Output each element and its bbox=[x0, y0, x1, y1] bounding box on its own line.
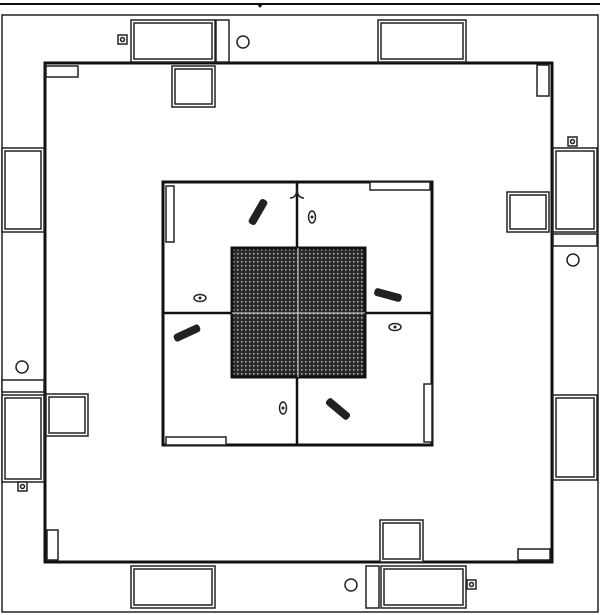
desk bbox=[552, 394, 598, 481]
desk-inner bbox=[4, 150, 42, 230]
wall-fixture bbox=[423, 383, 433, 443]
outlet-icon bbox=[567, 136, 578, 147]
circle-fixture bbox=[15, 360, 29, 374]
desk-inner bbox=[383, 568, 464, 606]
desk bbox=[1, 147, 45, 233]
side-panel bbox=[365, 565, 380, 609]
side-panel bbox=[215, 19, 230, 63]
cabinet bbox=[171, 65, 216, 108]
marker-arrow bbox=[256, 3, 264, 8]
cabinet-inner bbox=[174, 68, 213, 105]
equipment-bar bbox=[248, 198, 268, 226]
cabinet bbox=[45, 393, 89, 437]
equipment-bar bbox=[374, 288, 402, 302]
desk-inner bbox=[555, 150, 595, 230]
cabinet-inner bbox=[48, 396, 86, 434]
wall-fixture bbox=[165, 185, 175, 243]
cabinet-inner bbox=[509, 194, 547, 230]
sensor-icon-dot bbox=[281, 406, 285, 410]
outer-border bbox=[1, 14, 599, 613]
corner-fixture bbox=[536, 64, 550, 97]
sensor-icon-dot bbox=[310, 215, 314, 219]
desk-inner bbox=[4, 397, 42, 480]
equipment-bar bbox=[325, 398, 351, 420]
corner-fixture bbox=[517, 548, 551, 561]
outlet-icon-dot bbox=[468, 581, 475, 588]
desk-inner bbox=[133, 22, 213, 60]
sensor-icon-dot bbox=[393, 325, 397, 329]
desk bbox=[130, 565, 216, 609]
furniture bbox=[1, 19, 598, 609]
outlet-icon-dot bbox=[569, 138, 576, 145]
circle-fixture bbox=[344, 578, 358, 592]
desk bbox=[1, 394, 45, 483]
cabinet bbox=[506, 191, 550, 233]
cabinet-inner bbox=[382, 522, 421, 560]
side-panel bbox=[552, 233, 598, 247]
side-panel bbox=[1, 379, 45, 393]
desk bbox=[377, 19, 467, 63]
corner-fixture bbox=[46, 529, 59, 561]
center-room bbox=[161, 180, 434, 447]
sensor-icon-dot bbox=[198, 296, 202, 300]
outlet-icon bbox=[466, 579, 477, 590]
desk bbox=[130, 19, 216, 63]
main-room-wall bbox=[43, 61, 554, 564]
wall-fixture bbox=[165, 436, 227, 446]
outlet-icon bbox=[117, 34, 128, 45]
desk-inner bbox=[133, 568, 213, 606]
desk bbox=[380, 565, 467, 609]
outlet-icon-dot bbox=[19, 483, 26, 490]
desk-inner bbox=[380, 22, 464, 60]
corner-fixture bbox=[45, 65, 79, 78]
desk-inner bbox=[555, 397, 595, 478]
outlet-icon-dot bbox=[119, 36, 126, 43]
cabinet bbox=[379, 519, 424, 563]
desk bbox=[552, 147, 598, 233]
circle-fixture bbox=[236, 35, 250, 49]
equipment-bar bbox=[173, 324, 201, 342]
outlet-icon bbox=[17, 481, 28, 492]
circle-fixture bbox=[566, 253, 580, 267]
wall-fixture bbox=[369, 181, 431, 191]
